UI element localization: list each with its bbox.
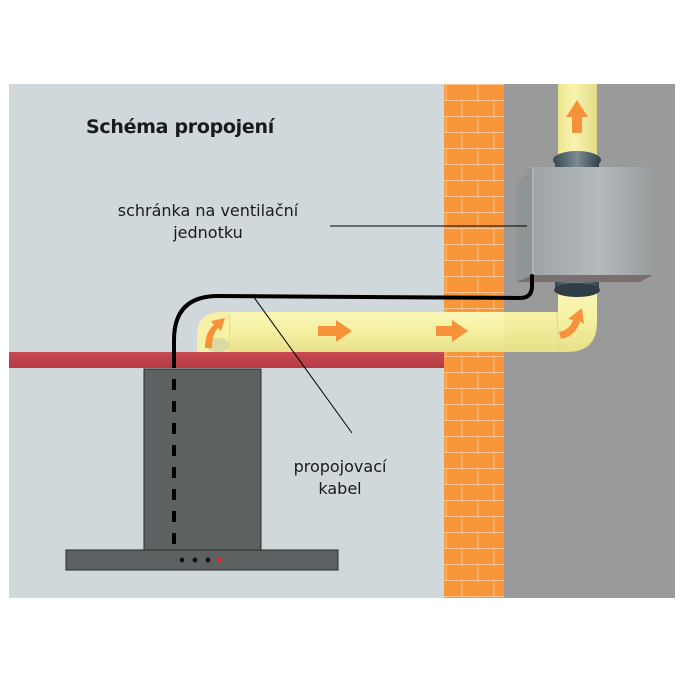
airflow-arrows bbox=[205, 100, 588, 348]
arrow-curve-up-icon bbox=[205, 318, 225, 348]
callout-cable-line-1: propojovací bbox=[293, 457, 387, 476]
indicator-light-active bbox=[217, 557, 223, 563]
cable bbox=[172, 274, 534, 545]
indicator-light bbox=[192, 557, 198, 563]
arrow-up-icon bbox=[566, 100, 588, 133]
diagram-title: Schéma propojení bbox=[86, 116, 274, 138]
hood-canopy bbox=[65, 549, 339, 571]
duct-collar-top bbox=[553, 151, 601, 170]
arrow-right-icon bbox=[318, 320, 352, 342]
callout-cable-line-2: kabel bbox=[318, 479, 362, 498]
unit-box bbox=[516, 167, 653, 282]
callout-cable: propojovací kabel bbox=[285, 456, 395, 500]
callout-unit-box: schránka na ventilační jednotku bbox=[88, 200, 328, 244]
callout-unit-line-1: schránka na ventilační bbox=[117, 201, 299, 220]
callout-unit-line-2: jednotku bbox=[173, 223, 243, 242]
hood-control-panel bbox=[179, 557, 223, 563]
indicator-light bbox=[179, 557, 185, 563]
hood-chimney bbox=[143, 368, 262, 551]
leader-line-cable bbox=[252, 295, 353, 434]
cooker-hood bbox=[65, 368, 339, 571]
shelf bbox=[9, 352, 444, 368]
arrow-curve-up-icon bbox=[559, 308, 584, 339]
arrow-right-icon bbox=[436, 320, 468, 342]
indicator-light bbox=[205, 557, 211, 563]
